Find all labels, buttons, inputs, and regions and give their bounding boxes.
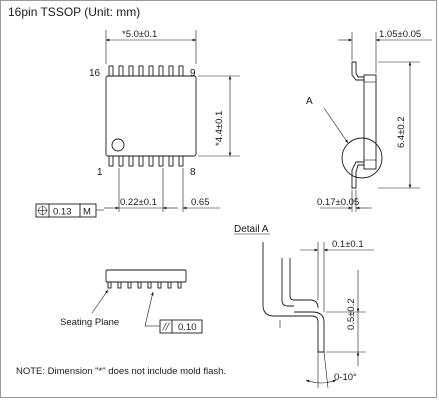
width-dimension: *5.0±0.1 (122, 29, 157, 40)
overall-width-dimension: 6.4±0.2 (396, 116, 407, 148)
standoff-dimension: 0.1±0.1 (332, 239, 364, 250)
foot-length-dimension: 0.5±0.2 (346, 298, 357, 330)
front-body (105, 269, 187, 283)
position-tolerance-datum: M (83, 207, 91, 218)
pin1-marker (111, 138, 125, 152)
detail-a-circle (341, 137, 383, 179)
front-leads (107, 281, 182, 289)
lead-width-dimension: 0.22±0.1 (120, 197, 157, 208)
detail-a-view: Detail A 0.1±0.1 0.5±0.2 0-10° (234, 224, 374, 389)
pitch-dimension: 0.65 (191, 197, 210, 208)
pin-1-label: 1 (97, 167, 103, 178)
detail-a-callout: A (306, 96, 313, 107)
body-dimension: *4.4±0.1 (214, 111, 225, 146)
top-view: 16 9 1 8 *5.0±0.1 *4.4±0.1 0.22±0.1 0.65 (35, 29, 240, 218)
flatness-tolerance-frame: 0.10 (159, 319, 203, 334)
seating-plane-label: Seating Plane (60, 317, 119, 328)
position-tolerance-frame: 0.13 M (35, 203, 104, 218)
position-tolerance-value: 0.13 (53, 207, 72, 218)
lead-thickness-dimension: 0.17±0.05 (317, 197, 359, 208)
mold-flash-note: NOTE: Dimension "*" does not include mol… (16, 366, 226, 377)
flatness-tolerance-value: 0.10 (178, 322, 197, 333)
front-view: Seating Plane 0.10 (60, 269, 203, 334)
top-pins (108, 65, 184, 77)
pin-8-label: 8 (190, 167, 196, 178)
pin-9-label: 9 (190, 68, 196, 79)
drawing-title: 16pin TSSOP (Unit: mm) (8, 5, 140, 19)
pin-16-label: 16 (89, 68, 101, 79)
package-body (105, 75, 197, 157)
bottom-pins (108, 155, 184, 167)
angle-dimension: 0-10° (334, 372, 357, 383)
side-view: A 1.05±0.05 6.4±0.2 0.17±0.05 (306, 29, 432, 212)
detail-a-title: Detail A (234, 224, 269, 235)
side-body (363, 74, 377, 170)
thickness-dimension: 1.05±0.05 (379, 29, 421, 40)
